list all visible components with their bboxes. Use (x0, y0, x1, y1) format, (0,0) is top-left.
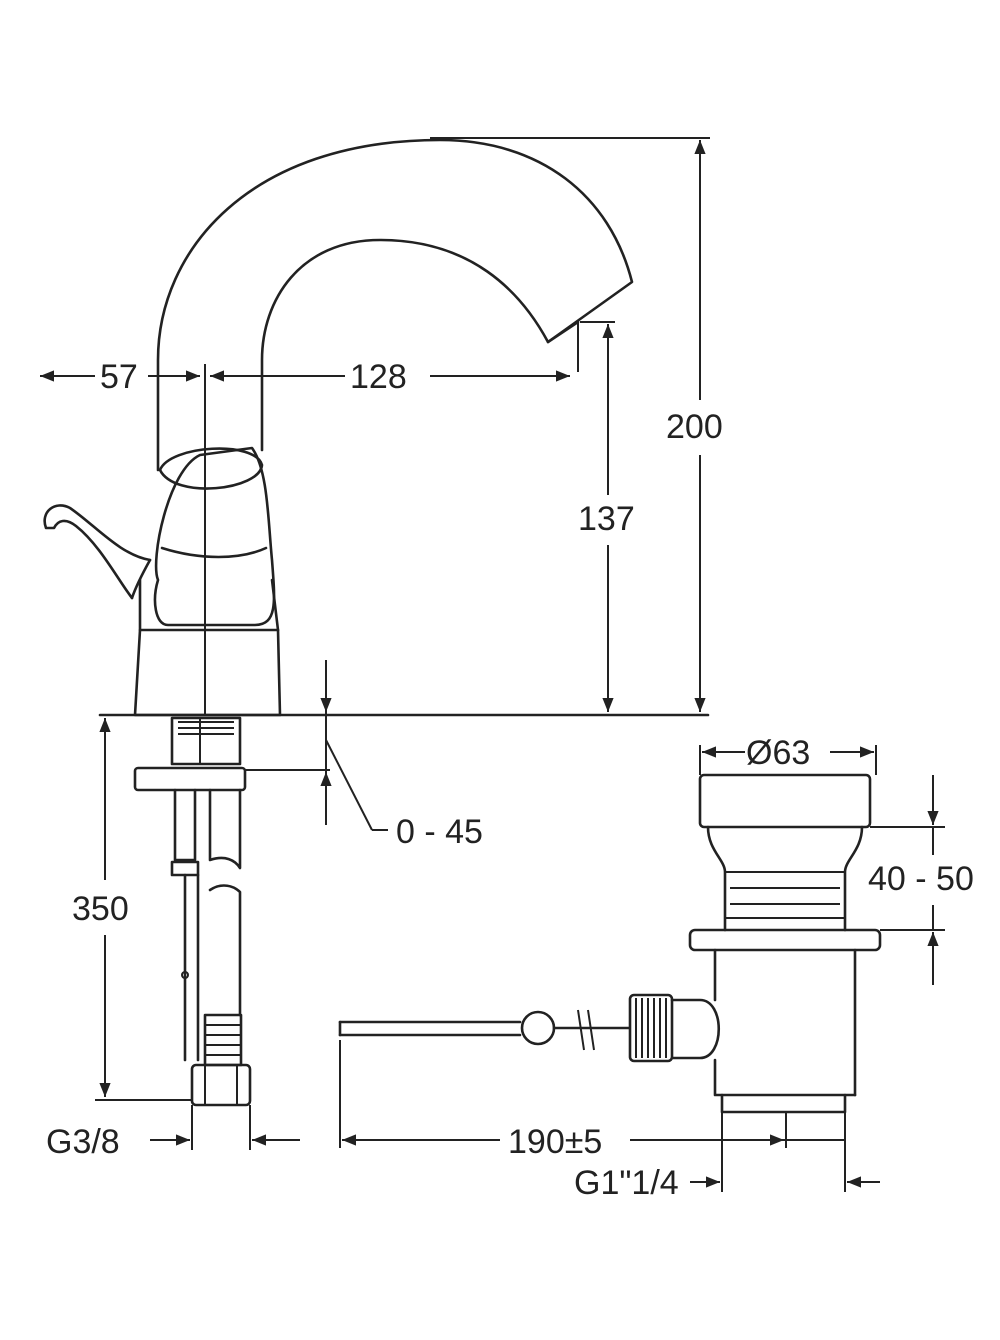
faucet-base (133, 578, 282, 717)
popup-drain (688, 773, 882, 1141)
faucet-lever-handle (153, 446, 276, 627)
label-128: 128 (350, 358, 407, 396)
label-g3-8: G3/8 (46, 1123, 120, 1161)
label-d63: Ø63 (746, 734, 810, 772)
dimension-137 (580, 321, 615, 712)
faucet-drain-lever (43, 504, 152, 600)
supply-shank (133, 716, 252, 1107)
dimension-200 (430, 137, 710, 712)
dimension-d63 (699, 745, 877, 775)
dimension-57 (40, 364, 206, 715)
drain-pivot-rod (338, 993, 720, 1063)
faucet-spout (156, 138, 634, 472)
dimension-350 (95, 718, 192, 1101)
label-0-45: 0 - 45 (396, 813, 483, 851)
dimension-g3-8 (150, 1105, 300, 1150)
label-40-50: 40 - 50 (868, 860, 974, 898)
dimension-190 (339, 1040, 787, 1148)
label-350: 350 (72, 890, 129, 928)
label-57: 57 (100, 358, 138, 396)
label-200: 200 (666, 408, 723, 446)
dimension-g1-1-4 (690, 1140, 880, 1192)
dimension-40-50 (870, 775, 945, 985)
dimension-0-45 (245, 660, 388, 831)
label-190: 190±5 (508, 1123, 602, 1161)
label-137: 137 (578, 500, 635, 538)
label-g1-1-4: G1"1/4 (574, 1164, 679, 1202)
